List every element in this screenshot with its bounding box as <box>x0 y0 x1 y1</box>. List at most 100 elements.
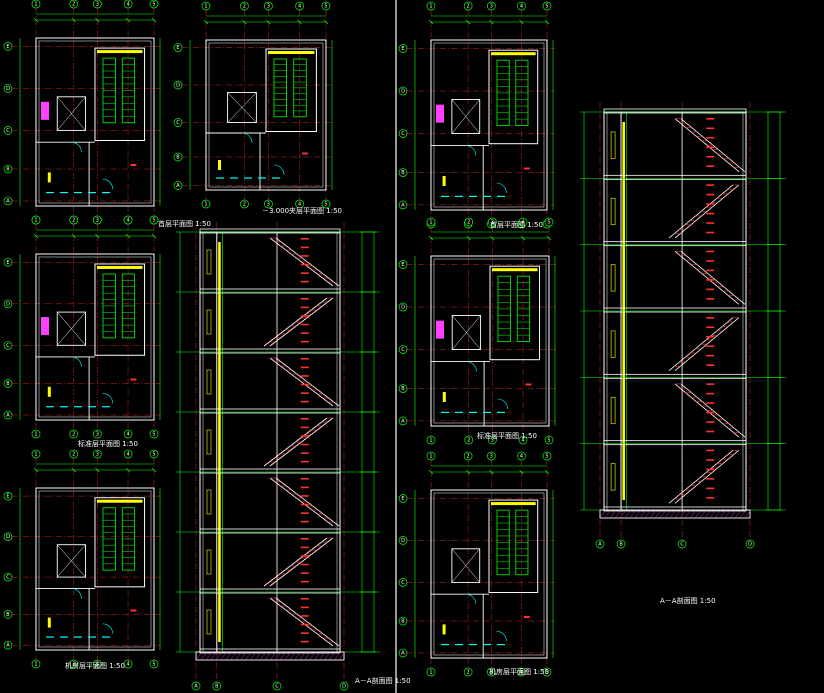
dimension-tick <box>520 235 526 241</box>
axis-bubble-label: C <box>401 131 405 137</box>
axis-bubble <box>31 659 41 669</box>
axis-bubble <box>464 435 474 445</box>
window-mark <box>442 624 446 635</box>
dimension-tick <box>546 235 552 241</box>
axis-bubble-label: A <box>176 183 180 189</box>
axis-bubble-label: 3 <box>490 4 493 10</box>
stair-note-mark <box>300 366 309 369</box>
dimension-tick <box>125 17 131 23</box>
axis-bubble <box>398 200 408 210</box>
foundation-hatch <box>255 651 262 661</box>
stair-note-mark <box>300 572 309 574</box>
axis-bubble-label: A <box>6 643 10 649</box>
axis-bubble <box>3 340 13 350</box>
stair-note-mark <box>300 640 309 643</box>
axis-bubble <box>3 572 13 582</box>
section-window <box>206 429 212 455</box>
axis-bubble <box>3 126 13 135</box>
axis-bubble <box>3 640 13 650</box>
foundation-hatch <box>639 509 647 519</box>
axis-bubble-label: C <box>6 343 10 349</box>
floor-slab <box>199 228 341 234</box>
axis-bubble <box>173 181 183 190</box>
axis-bubble-label: 1 <box>429 4 432 10</box>
section-window <box>206 369 212 395</box>
dimension-tick <box>519 469 524 475</box>
foundation-hatch <box>599 509 607 519</box>
axis-bubble <box>3 379 13 388</box>
core-accent <box>97 265 143 269</box>
axis-bubble-label: D <box>401 305 405 311</box>
axis-bubble-label: 2 <box>72 452 75 458</box>
axis-bubble <box>544 217 554 227</box>
stair-note-mark <box>706 222 715 224</box>
foundation-hatch <box>274 651 282 661</box>
stair-note-mark <box>300 460 309 463</box>
stair-note-mark <box>300 246 309 249</box>
axis-bubble <box>398 616 408 626</box>
axis-bubble-label: 5 <box>547 438 550 444</box>
door-swing <box>71 356 82 367</box>
foundation-hatch <box>684 509 692 519</box>
axis-bubble-label: 2 <box>72 218 75 224</box>
axis-bubble <box>488 435 497 445</box>
door-swing <box>496 630 507 642</box>
stair-note-mark <box>300 452 309 454</box>
axis-bubble-label: D <box>6 301 10 307</box>
foundation-hatch <box>644 509 652 519</box>
dimension-tick <box>151 17 157 23</box>
floor-slab <box>603 241 747 247</box>
title-negative-level-plan: －3.000夹层平面图 1:50 <box>262 206 342 215</box>
stair-core-wall <box>488 499 539 593</box>
axis-bubble <box>93 215 102 225</box>
axis-bubble <box>149 659 159 669</box>
axis-bubble <box>398 536 408 545</box>
axis-bubble-label: D <box>342 684 346 690</box>
axis-bubble-label: 1 <box>429 670 432 676</box>
foundation-hatch <box>309 651 316 661</box>
stair-note-mark <box>706 468 715 471</box>
axis-bubble-label: 3 <box>491 438 494 444</box>
inner-wall-line <box>433 42 545 208</box>
axis-bubble <box>426 1 436 11</box>
foundation-hatch <box>629 509 637 519</box>
door-swing <box>102 393 113 404</box>
foundation-hatch <box>294 651 301 661</box>
stair-note-mark <box>706 118 715 120</box>
stair-note-mark <box>300 238 309 240</box>
axis-bubble-label: 4 <box>126 662 129 668</box>
axis-bubble-label: 2 <box>72 432 75 438</box>
elevator-cross <box>57 544 86 578</box>
axis-bubble <box>173 152 183 162</box>
stair-note-mark <box>300 495 309 497</box>
stair-note-mark <box>706 279 715 281</box>
foundation-hatch <box>289 651 296 661</box>
axis-bubble-label: 2 <box>467 4 470 10</box>
outer-wall <box>35 487 155 651</box>
axis-bubble <box>264 199 273 209</box>
stair-core-wall <box>94 497 146 588</box>
axis-bubble <box>3 610 13 619</box>
axis-bubble <box>398 302 408 312</box>
core-accent <box>491 52 536 56</box>
axis-bubble <box>69 0 79 9</box>
equipment-mark <box>523 616 530 618</box>
foundation-hatch <box>669 509 677 519</box>
axis-bubble <box>93 0 102 9</box>
axis-bubble <box>463 1 473 11</box>
axis-bubble-label: B <box>6 612 10 618</box>
axis-bubble <box>3 42 13 51</box>
section-window <box>610 330 616 358</box>
equipment-mark <box>525 383 532 386</box>
axis-bubble <box>745 539 755 549</box>
section-window <box>206 549 212 575</box>
foundation-hatch <box>314 651 321 661</box>
axis-bubble <box>398 86 408 96</box>
axis-bubble <box>3 164 13 174</box>
foundation-hatch <box>250 651 257 661</box>
axis-bubble <box>173 80 183 90</box>
stair-note-mark <box>300 263 309 266</box>
foundation-hatch <box>744 509 752 519</box>
axis-bubble <box>518 435 528 445</box>
